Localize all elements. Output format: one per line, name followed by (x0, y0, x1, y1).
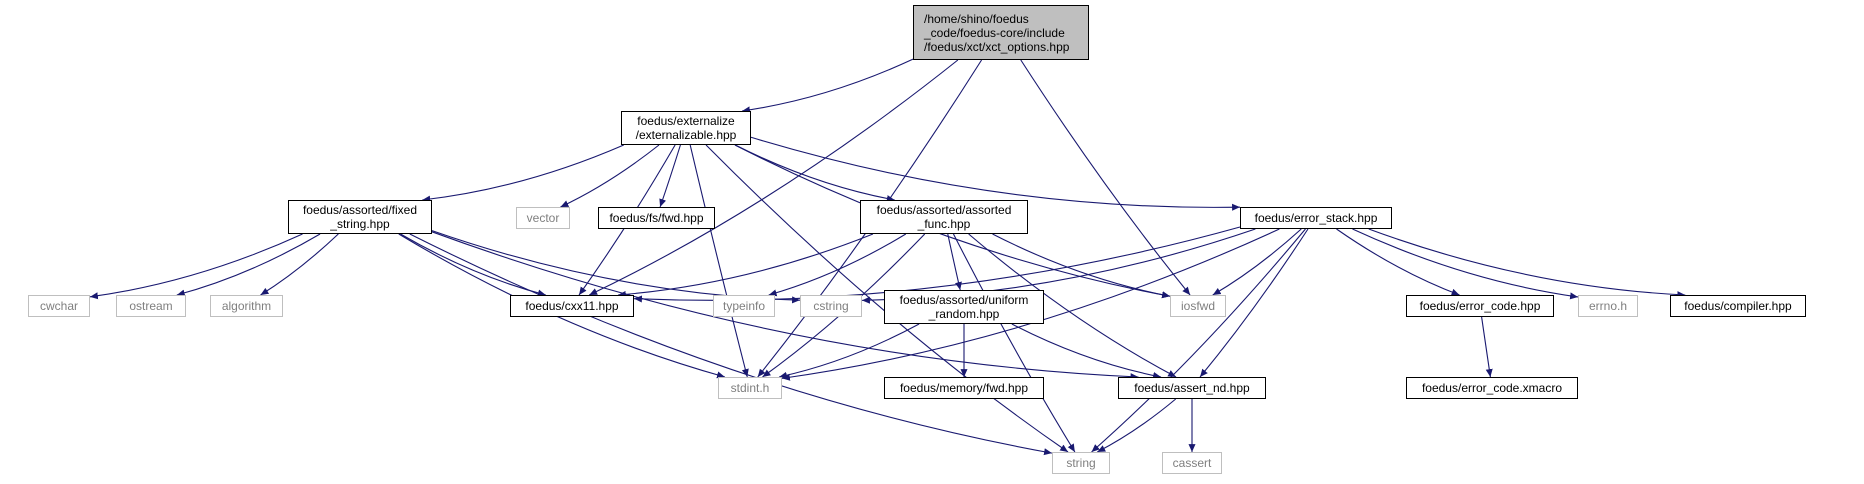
node-cstring: cstring (800, 295, 862, 317)
node-afunc[interactable]: foedus/assorted/assorted _func.hpp (860, 200, 1028, 234)
edge-afunc-to-assertnd (968, 233, 1177, 378)
node-label: foedus/externalize /externalizable.hpp (635, 114, 737, 142)
node-ecode[interactable]: foedus/error_code.hpp (1406, 295, 1554, 317)
node-label: cwchar (39, 299, 78, 313)
edge-fixstr-to-assertnd (431, 231, 1139, 381)
edge-afunc-to-typeinfo (768, 233, 907, 297)
edge-estack-to-compiler (1368, 228, 1686, 299)
node-ostream: ostream (116, 295, 186, 317)
edge-root-to-cxx11 (589, 59, 959, 296)
node-label: ostream (129, 299, 173, 313)
node-label: /home/shino/foedus _code/foedus-core/inc… (924, 11, 1070, 54)
node-label: foedus/cxx11.hpp (525, 299, 619, 313)
edge-ext-to-iosfwd (734, 144, 1171, 299)
node-string: string (1052, 452, 1110, 474)
edge-root-to-ext (741, 58, 914, 114)
node-root[interactable]: /home/shino/foedus _code/foedus-core/inc… (913, 5, 1089, 60)
node-label: vector (526, 211, 560, 225)
edge-ext-to-afunc (735, 144, 895, 203)
node-label: foedus/assert_nd.hpp (1134, 381, 1250, 395)
node-cassert: cassert (1162, 452, 1222, 474)
node-fixstr[interactable]: foedus/assorted/fixed _string.hpp (288, 200, 432, 234)
node-estack[interactable]: foedus/error_stack.hpp (1240, 207, 1392, 229)
node-errno: errno.h (1578, 295, 1638, 317)
edge-ecode-to-ecodex (1481, 316, 1493, 378)
edge-estack-to-ecode (1336, 228, 1460, 296)
node-label: foedus/error_code.xmacro (1421, 381, 1563, 395)
node-compiler[interactable]: foedus/compiler.hpp (1670, 295, 1806, 317)
node-label: errno.h (1588, 299, 1628, 313)
edge-fixstr-to-string (409, 233, 1053, 456)
edge-fixstr-to-cwchar (89, 233, 303, 300)
edge-fixstr-to-algorithm (260, 233, 339, 296)
edge-estack-to-string (1091, 228, 1306, 453)
node-label: foedus/memory/fwd.hpp (899, 381, 1029, 395)
edge-estack-to-errno (1352, 228, 1579, 300)
edge-estack-to-iosfwd (1212, 228, 1302, 296)
node-label: iosfwd (1180, 299, 1215, 313)
edge-ext-to-estack (750, 136, 1241, 211)
node-cxx11[interactable]: foedus/cxx11.hpp (510, 295, 634, 317)
node-label: foedus/assorted/uniform _random.hpp (899, 293, 1029, 321)
node-label: foedus/error_stack.hpp (1254, 211, 1378, 225)
node-label: algorithm (221, 299, 272, 313)
node-label: string (1066, 456, 1096, 470)
node-urandom[interactable]: foedus/assorted/uniform _random.hpp (884, 290, 1044, 324)
edge-ext-to-vector (560, 144, 660, 208)
edge-afunc-to-string (952, 233, 1076, 453)
edge-ext-to-fsfwd (659, 144, 681, 208)
edge-afunc-to-urandom (947, 233, 962, 291)
edge-estack-to-assertnd (1199, 228, 1309, 378)
edge-urandom-to-stdint (778, 323, 920, 379)
node-fsfwd[interactable]: foedus/fs/fwd.hpp (598, 207, 715, 229)
edge-afunc-to-iosfwd (992, 233, 1171, 299)
edge-fixstr-to-ostream (176, 233, 321, 297)
edge-fixstr-to-stdint (398, 233, 726, 379)
node-label: foedus/assorted/fixed _string.hpp (302, 203, 418, 231)
node-label: stdint.h (730, 381, 770, 395)
node-label: foedus/compiler.hpp (1684, 299, 1792, 313)
node-memfwd[interactable]: foedus/memory/fwd.hpp (884, 377, 1044, 399)
node-vector: vector (516, 207, 570, 229)
node-ecodex[interactable]: foedus/error_code.xmacro (1406, 377, 1578, 399)
node-label: cassert (1172, 456, 1212, 470)
edge-ext-to-stdint (689, 144, 749, 378)
edge-urandom-to-assertnd (1011, 323, 1162, 379)
node-label: foedus/error_code.hpp (1419, 299, 1541, 313)
node-typeinfo: typeinfo (713, 295, 775, 317)
node-iosfwd: iosfwd (1170, 295, 1226, 317)
node-label: typeinfo (722, 299, 766, 313)
node-cwchar: cwchar (28, 295, 90, 317)
node-label: foedus/fs/fwd.hpp (609, 211, 704, 225)
edge-assertnd-to-string (1097, 398, 1177, 453)
node-label: foedus/assorted/assorted _func.hpp (876, 203, 1012, 231)
node-algorithm: algorithm (210, 295, 283, 317)
node-ext[interactable]: foedus/externalize /externalizable.hpp (621, 111, 751, 145)
edge-ext-to-fixstr (422, 144, 624, 203)
node-stdint: stdint.h (718, 377, 782, 399)
node-assertnd[interactable]: foedus/assert_nd.hpp (1118, 377, 1266, 399)
edge-root-to-iosfwd (1020, 59, 1191, 296)
edge-afunc-to-cxx11 (617, 233, 874, 298)
node-label: cstring (813, 299, 849, 313)
